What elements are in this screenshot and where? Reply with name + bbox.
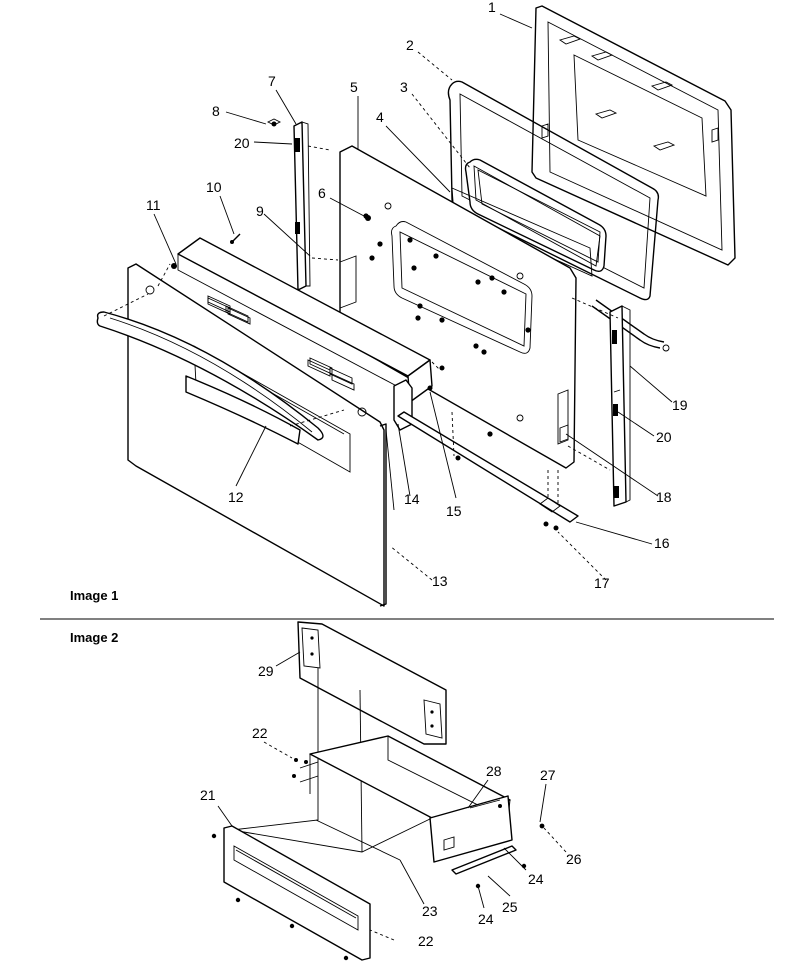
inner-window-glass: [464, 158, 607, 273]
callout-24-right: 24: [528, 871, 544, 887]
bottom-vent-strip: [397, 411, 579, 523]
callout-16: 16: [654, 535, 670, 551]
hinge-receiver: [559, 424, 569, 443]
callout-12: 12: [228, 489, 244, 505]
door-side-trim: [379, 423, 387, 607]
caption-image1: Image 1: [70, 588, 118, 603]
callout-3: 3: [400, 79, 408, 95]
callout-8: 8: [212, 103, 220, 119]
callout-26: 26: [566, 851, 582, 867]
callout-9: 9: [256, 203, 264, 219]
callout-13: 13: [432, 573, 448, 589]
screw: [365, 215, 371, 221]
drawer-front-panel: [223, 825, 371, 961]
callout-14: 14: [404, 491, 420, 507]
right-hinge-channel: [609, 305, 631, 507]
drawer-screws: [211, 758, 545, 961]
door-back-panel: [531, 5, 736, 266]
caption-image2: Image 2: [70, 630, 118, 645]
drawer-back-panel: [297, 621, 447, 745]
callouts-image2: 21 22 22 23 24 24 25 26 27 28 29: [200, 663, 582, 949]
callout-7: 7: [268, 73, 276, 89]
callouts-image1: 1 2 3 4 5 6 7 8 9 10 11 12 13 14 15 16 1…: [146, 0, 688, 591]
door-gasket: [447, 80, 670, 352]
callout-20-left: 20: [234, 135, 250, 151]
callout-10: 10: [206, 179, 222, 195]
door-handle: [96, 311, 324, 445]
callout-22-bottom: 22: [418, 933, 434, 949]
alignment-lines: [103, 145, 619, 506]
callout-29: 29: [258, 663, 274, 679]
callout-6: 6: [318, 185, 326, 201]
callout-17: 17: [594, 575, 610, 591]
callout-25: 25: [502, 899, 518, 915]
hinge-screw: [266, 118, 282, 127]
leader-lines-image2: [217, 651, 567, 941]
callout-22-top: 22: [252, 725, 268, 741]
drawer-slide-rail: [451, 845, 517, 875]
callout-5: 5: [350, 79, 358, 95]
callout-27: 27: [540, 767, 556, 783]
callout-15: 15: [446, 503, 462, 519]
handle-screw: [230, 233, 241, 244]
callout-1: 1: [488, 0, 496, 15]
callout-20-right: 20: [656, 429, 672, 445]
callout-21: 21: [200, 787, 216, 803]
left-hinge-channel: [293, 121, 311, 291]
image1-door-assembly: 1 2 3 4 5 6 7 8 9 10 11 12 13 14 15 16 1…: [70, 0, 736, 607]
image2-drawer-assembly: Image 2: [70, 621, 582, 961]
callout-11: 11: [146, 197, 161, 213]
drawer-side-rail: [429, 795, 513, 863]
door-top-trim: [171, 237, 433, 403]
callout-2: 2: [406, 37, 414, 53]
callout-18: 18: [656, 489, 672, 505]
callout-4: 4: [376, 109, 384, 125]
callout-28: 28: [486, 763, 502, 779]
callout-23: 23: [422, 903, 438, 919]
callout-19: 19: [672, 397, 688, 413]
bottom-screws: [455, 455, 559, 531]
leader-lines: [153, 13, 673, 581]
callout-24-bottom: 24: [478, 911, 494, 927]
